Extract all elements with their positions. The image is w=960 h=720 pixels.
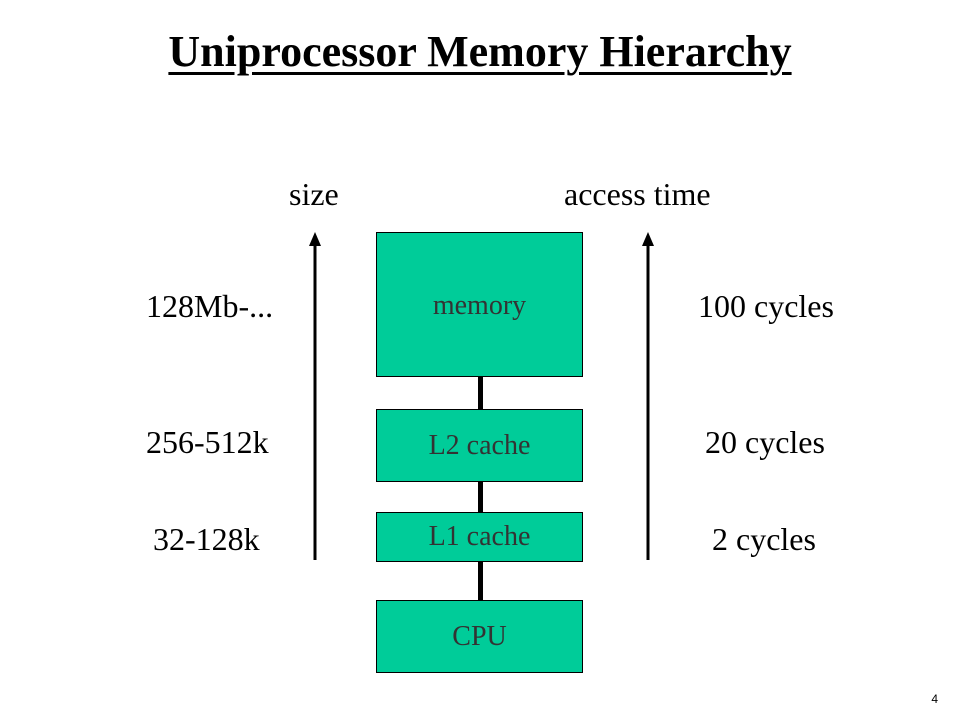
memory-size-label: 128Mb-... [146,288,274,324]
l1-cache-box: L1 cache [376,512,583,562]
access-time-arrow [642,232,654,560]
size-header: size [289,176,339,212]
access-time-header: access time [564,176,711,212]
memory-access-label: 100 cycles [698,288,834,324]
size-arrow [309,232,321,560]
l2-access-label: 20 cycles [705,424,825,460]
l2-cache-box: L2 cache [376,409,583,482]
memory-box: memory [376,232,583,377]
l1-access-label: 2 cycles [712,521,816,557]
connector-l1-cpu [478,561,483,601]
page-number: 4 [931,692,938,706]
cpu-label: CPU [452,620,507,652]
l2-cache-label: L2 cache [428,429,531,461]
cpu-box: CPU [376,600,583,673]
page-title: Uniprocessor Memory Hierarchy [168,27,792,76]
l1-cache-label: L1 cache [428,521,531,552]
connector-memory-l2 [478,376,483,409]
memory-label: memory [432,290,527,321]
l2-size-label: 256-512k [146,424,269,460]
l1-size-label: 32-128k [153,521,260,557]
connector-l2-l1 [478,481,483,512]
